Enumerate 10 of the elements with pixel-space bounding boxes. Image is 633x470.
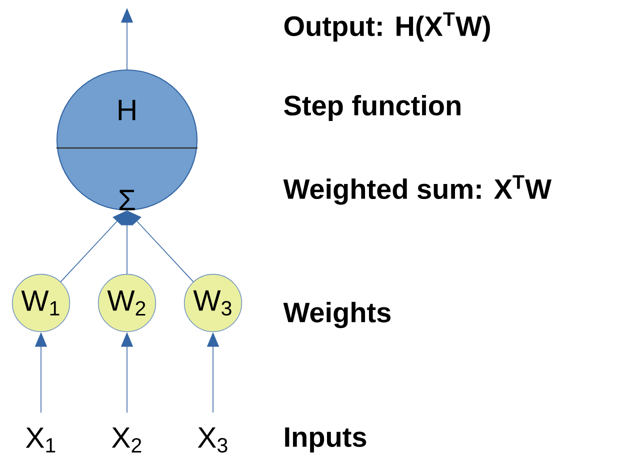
side-label: Step function	[284, 94, 460, 122]
arrow	[60, 210, 127, 282]
side-label: Weights	[283, 302, 391, 328]
input-label: X$_{3}$	[198, 427, 228, 453]
input-label: X$_{1}$	[26, 428, 56, 452]
input-label: X$_{2}$	[112, 428, 142, 452]
side-label: Output: H(X$^{T}$W)	[284, 12, 490, 42]
side-label: Inputs	[285, 427, 366, 453]
side-label: Weighted sum: X$^{T}$W	[283, 175, 552, 205]
arrow	[127, 210, 194, 282]
